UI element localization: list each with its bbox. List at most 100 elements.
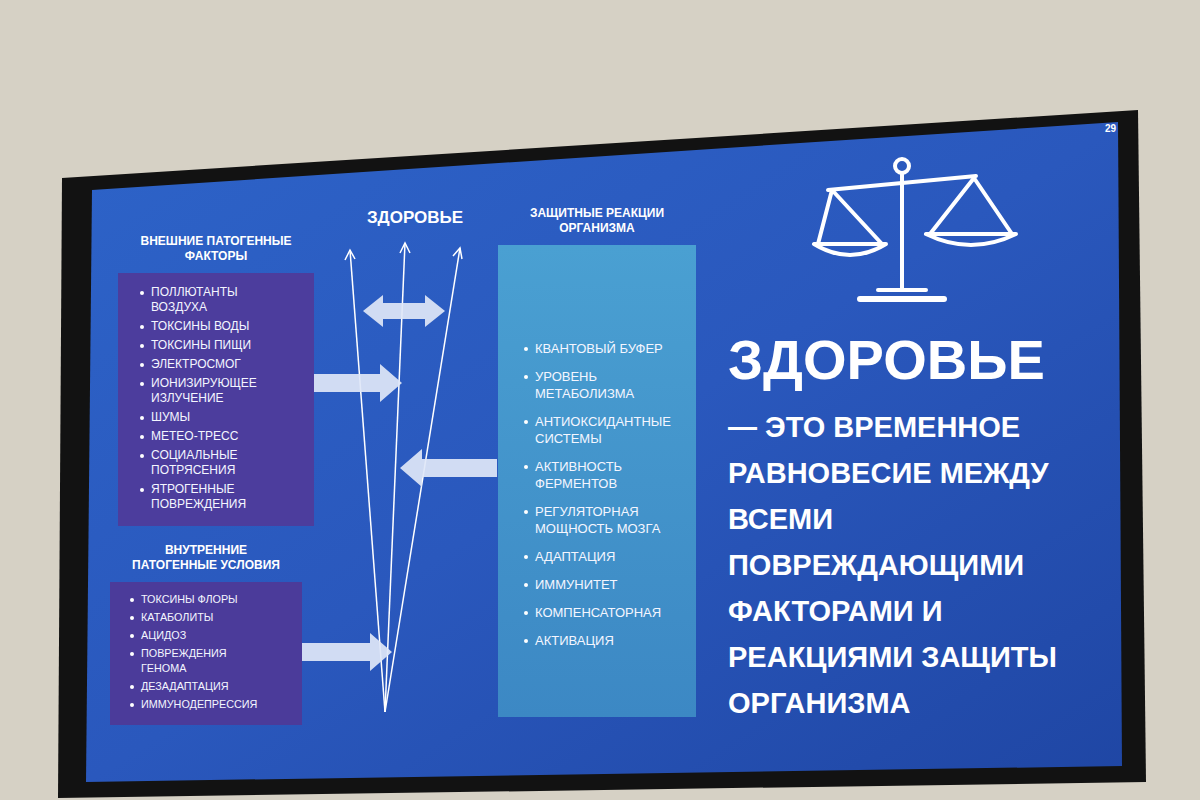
health-fan <box>345 243 462 712</box>
list-item: ТОКСИНЫ ФЛОРЫ <box>130 592 258 607</box>
definition-text: — ЭТО ВРЕМЕННОЕ РАВНОВЕСИЕ МЕЖДУ ВСЕМИ П… <box>728 404 1080 726</box>
scales-icon <box>814 159 1016 299</box>
item-text: УРОВЕНЬ МЕТАБОЛИЗМА <box>535 368 686 402</box>
bullet-dot <box>140 382 144 386</box>
bullet-dot <box>140 435 144 439</box>
box-panel: КВАНТОВЫЙ БУФЕР УРОВЕНЬ МЕТАБОЛИЗМА АНТИОК… <box>498 245 696 717</box>
block-arrows <box>302 295 497 671</box>
item-text: ИОНИЗИРУЮЩЕЕ ИЗЛУЧЕНИЕ <box>151 376 274 406</box>
list-item: КАТАБОЛИТЫ <box>130 610 258 625</box>
scales-post <box>900 173 904 290</box>
item-text: КВАНТОВЫЙ БУФЕР <box>535 340 686 357</box>
list-item: ТОКСИНЫ ПИЩИ <box>140 338 274 353</box>
list-item: ИОНИЗИРУЮЩЕЕ ИЗЛУЧЕНИЕ <box>140 376 274 406</box>
list-item: ШУМЫ <box>140 410 274 425</box>
list-item: КВАНТОВЫЙ БУФЕР <box>524 340 686 357</box>
item-text: АКТИВНОСТЬ ФЕРМЕНТОВ <box>535 458 686 492</box>
list-item: АНТИОКСИДАНТНЫЕ СИСТЕМЫ <box>524 413 686 447</box>
list-item: КОМПЕНСАТОРНАЯ <box>524 604 686 621</box>
list-item: ТОКСИНЫ ВОДЫ <box>140 319 274 334</box>
scales-strings <box>930 178 1012 234</box>
fan-arrowhead <box>453 248 462 259</box>
item-text: ПОЛЛЮТАНТЫ ВОЗДУХА <box>151 285 274 315</box>
bullet-dot <box>524 347 528 351</box>
bullet-dot <box>140 416 144 420</box>
bullet-dot <box>130 685 134 689</box>
bullet-dot <box>524 583 528 587</box>
item-text: АКТИВАЦИЯ <box>535 632 686 649</box>
list-item: УРОВЕНЬ МЕТАБОЛИЗМА <box>524 368 686 402</box>
item-text: КОМПЕНСАТОРНАЯ <box>535 604 686 621</box>
fan-arrowhead <box>345 250 355 260</box>
box-heading: ВНУТРЕННИЕ ПАТОГЕННЫЕ УСЛОВИЯ <box>122 543 290 573</box>
list-item: АКТИВНОСТЬ ФЕРМЕНТОВ <box>524 458 686 492</box>
scales-strings <box>818 190 882 244</box>
item-text: СОЦИАЛЬНЫЕ ПОТРЯСЕНИЯ <box>151 448 274 478</box>
box-panel: ТОКСИНЫ ФЛОРЫ КАТАБОЛИТЫ АЦИДОЗ ПОВРЕЖДЕНИЯ… <box>110 582 302 725</box>
bullet-dot <box>130 703 134 707</box>
bullet-dot <box>130 634 134 638</box>
bullet-dot <box>130 652 134 656</box>
bullet-dot <box>130 616 134 620</box>
condition-list-box: ВНУТРЕННИЕ ПАТОГЕННЫЕ УСЛОВИЯ ТОКСИНЫ ФЛО… <box>110 543 302 725</box>
item-text: ТОКСИНЫ ВОДЫ <box>151 319 274 334</box>
block-arrow <box>312 364 402 402</box>
item-text: ШУМЫ <box>151 410 274 425</box>
box-heading: ЗАЩИТНЫЕ РЕАКЦИИ ОРГАНИЗМА <box>498 206 696 236</box>
list-item: ИММУНОДЕПРЕССИЯ <box>130 697 258 712</box>
double-arrow <box>363 295 445 327</box>
defense-list-box: ЗАЩИТНЫЕ РЕАКЦИИ ОРГАНИЗМА КВАНТОВЫЙ БУФЕ… <box>498 206 696 717</box>
bullet-dot <box>140 325 144 329</box>
bullet-dot <box>524 611 528 615</box>
item-text: РЕГУЛЯТОРНАЯ МОЩНОСТЬ МОЗГА <box>535 503 686 537</box>
screen-bezel <box>58 110 1146 798</box>
item-text: ЭЛЕКТРОСМОГ <box>151 357 274 372</box>
bullet-dot <box>524 510 528 514</box>
item-text: АДАПТАЦИЯ <box>535 548 686 565</box>
bullet-dot <box>524 639 528 643</box>
list-item: АКТИВАЦИЯ <box>524 632 686 649</box>
scales-pan <box>814 244 886 255</box>
list-item: ПОВРЕЖДЕНИЯ ГЕНОМА <box>130 646 258 676</box>
bullet-dot <box>140 363 144 367</box>
scales-foot <box>878 288 926 292</box>
list-item: РЕГУЛЯТОРНАЯ МОЩНОСТЬ МОЗГА <box>524 503 686 537</box>
scales-base <box>860 296 944 302</box>
bullet-dot <box>140 344 144 348</box>
block-arrow <box>302 633 392 671</box>
item-text: АЦИДОЗ <box>141 628 258 643</box>
list-item: ЯТРОГЕННЫЕ ПОВРЕЖДЕНИЯ <box>140 482 274 512</box>
scales-top <box>895 159 909 173</box>
item-text: ДЕЗАДАПТАЦИЯ <box>141 679 258 694</box>
item-text: КАТАБОЛИТЫ <box>141 610 258 625</box>
list-item: ДЕЗАДАПТАЦИЯ <box>130 679 258 694</box>
headline: ЗДОРОВЬЕ <box>728 328 1100 392</box>
scales-pan <box>926 234 1016 245</box>
item-text: АНТИОКСИДАНТНЫЕ СИСТЕМЫ <box>535 413 686 447</box>
list-item: АДАПТАЦИЯ <box>524 548 686 565</box>
list-item: ПОЛЛЮТАНТЫ ВОЗДУХА <box>140 285 274 315</box>
bullet-dot <box>524 555 528 559</box>
bullet-dot <box>524 465 528 469</box>
factor-list-box: ВНЕШНИЕ ПАТОГЕННЫЕ ФАКТОРЫ ПОЛЛЮТАНТЫ ВОЗ… <box>118 234 314 526</box>
item-text: ИММУНИТЕТ <box>535 576 686 593</box>
list-item: МЕТЕО-ТРЕСС <box>140 429 274 444</box>
box-panel: ПОЛЛЮТАНТЫ ВОЗДУХА ТОКСИНЫ ВОДЫ ТОКСИНЫ ПИ… <box>118 273 314 526</box>
slide-ground <box>86 122 1122 782</box>
bullet-dot <box>524 420 528 424</box>
box-heading: ВНЕШНИЕ ПАТОГЕННЫЕ ФАКТОРЫ <box>126 234 306 264</box>
axis-title: ЗДОРОВЬЕ <box>340 208 490 228</box>
block-arrow <box>400 449 497 487</box>
bullet-dot <box>140 488 144 492</box>
fan-arrowhead <box>400 243 410 253</box>
bullet-dot <box>140 454 144 458</box>
bullet-dot <box>524 375 528 379</box>
list-item: АЦИДОЗ <box>130 628 258 643</box>
list-item: ИММУНИТЕТ <box>524 576 686 593</box>
item-text: ТОКСИНЫ ФЛОРЫ <box>141 592 258 607</box>
list-item: ЭЛЕКТРОСМОГ <box>140 357 274 372</box>
item-text: ТОКСИНЫ ПИЩИ <box>151 338 274 353</box>
bullet-dot <box>130 598 134 602</box>
